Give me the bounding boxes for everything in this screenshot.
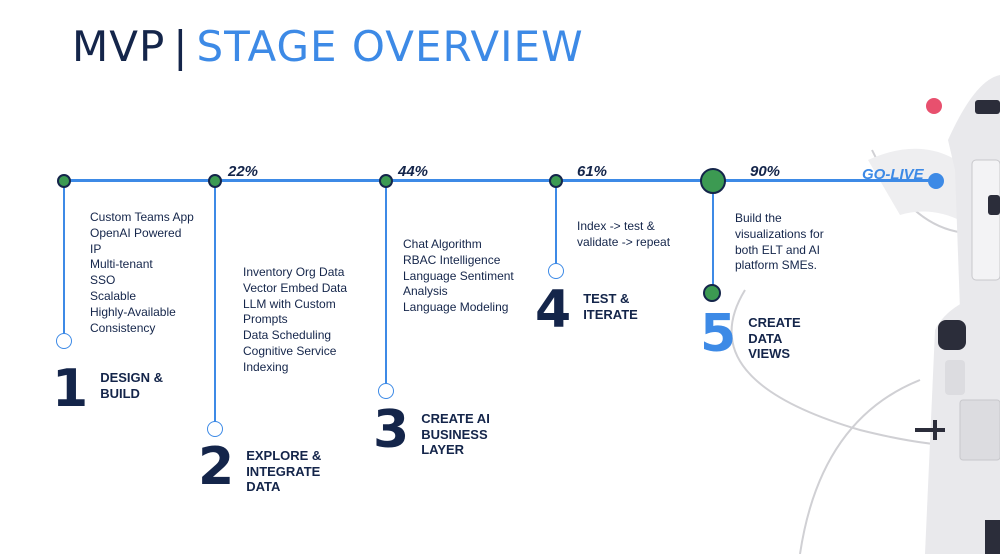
list-item: Indexing xyxy=(243,359,289,374)
list-item: Language Modeling xyxy=(403,300,509,315)
list-item: Data Scheduling xyxy=(243,328,332,343)
list-item: Build the xyxy=(735,211,782,225)
list-item: Vector Embed Data xyxy=(243,280,348,295)
stage-5-number: 5 xyxy=(700,304,737,364)
list-item: Index -> test & xyxy=(577,219,655,233)
page-title: MVP|STAGE OVERVIEW xyxy=(72,22,584,71)
stage-3-heading: 3 CREATE AI BUSINESS LAYER xyxy=(373,400,490,460)
list-item: OpenAI Powered xyxy=(90,225,182,240)
stage-5-end-node xyxy=(703,284,721,302)
list-item: Chat Algorithm xyxy=(403,237,482,251)
stage-5-items: Build the visualizations for both ELT an… xyxy=(735,211,824,274)
list-item: platform SMEs. xyxy=(735,258,818,273)
stage-2-connector xyxy=(214,181,216,422)
stage-5-name: CREATE DATA VIEWS xyxy=(748,315,801,361)
stage-3-connector xyxy=(385,181,387,384)
stage-4-number: 4 xyxy=(535,280,572,340)
pink-dot-icon xyxy=(926,98,942,114)
stage-2-heading: 2 EXPLORE & INTEGRATE DATA xyxy=(198,437,322,497)
milestone-node-2 xyxy=(208,174,222,188)
stage-3-end-circle xyxy=(378,383,394,399)
list-item: visualizations for xyxy=(735,226,824,241)
stage-1-items: Custom Teams App OpenAI Powered IP Multi… xyxy=(90,210,194,336)
stage-2-number: 2 xyxy=(198,437,235,497)
stage-4-items: Index -> test & validate -> repeat xyxy=(577,219,670,251)
stage-5-heading: 5 CREATE DATA VIEWS xyxy=(700,304,801,364)
stage-2-items: Inventory Org Data Vector Embed Data LLM… xyxy=(243,265,347,376)
stage-1-heading: 1 DESIGN & BUILD xyxy=(52,359,164,419)
stage-1-end-circle xyxy=(56,333,72,349)
list-item: Inventory Org Data xyxy=(243,265,345,279)
list-item: Cognitive Service xyxy=(243,343,337,358)
stage-5-connector xyxy=(712,181,714,286)
list-item: Custom Teams App xyxy=(90,210,194,224)
milestone-node-3 xyxy=(379,174,393,188)
go-live-node xyxy=(928,173,944,189)
list-item: SSO xyxy=(90,273,116,288)
list-item: Highly-Available xyxy=(90,304,176,319)
stage-1-name: DESIGN & BUILD xyxy=(100,370,164,401)
stage-3-name: CREATE AI BUSINESS LAYER xyxy=(421,411,490,457)
stage-4-heading: 4 TEST & ITERATE xyxy=(535,280,638,340)
list-item: Consistency xyxy=(90,320,156,335)
list-item: Scalable xyxy=(90,288,137,303)
stage-3-number: 3 xyxy=(373,400,410,460)
stage-1-connector xyxy=(63,181,65,337)
stage-4-connector xyxy=(555,181,557,264)
list-item: RBAC Intelligence xyxy=(403,252,501,267)
stage-3-items: Chat Algorithm RBAC Intelligence Languag… xyxy=(403,237,514,316)
list-item: IP xyxy=(90,241,102,256)
milestone-percent-3: 44% xyxy=(398,163,429,180)
list-item: Analysis xyxy=(403,284,448,299)
timeline-line xyxy=(62,179,938,182)
list-item: Prompts xyxy=(243,312,288,327)
list-item: Multi-tenant xyxy=(90,257,153,272)
stage-1-number: 1 xyxy=(52,359,89,419)
milestone-node-4 xyxy=(549,174,563,188)
stage-2-end-circle xyxy=(207,421,223,437)
milestone-percent-4: 61% xyxy=(577,163,608,180)
milestone-node-5 xyxy=(700,168,726,194)
milestone-percent-5: 90% xyxy=(750,163,781,180)
milestone-node-1 xyxy=(57,174,71,188)
list-item: both ELT and AI xyxy=(735,242,820,257)
milestone-percent-2: 22% xyxy=(228,163,259,180)
list-item: LLM with Custom xyxy=(243,296,336,311)
stage-4-end-circle xyxy=(548,263,564,279)
stage-4-name: TEST & ITERATE xyxy=(583,291,638,322)
list-item: Language Sentiment xyxy=(403,268,514,283)
go-live-label: GO-LIVE xyxy=(862,166,924,183)
stage-2-name: EXPLORE & INTEGRATE DATA xyxy=(246,448,322,494)
list-item: validate -> repeat xyxy=(577,234,671,249)
